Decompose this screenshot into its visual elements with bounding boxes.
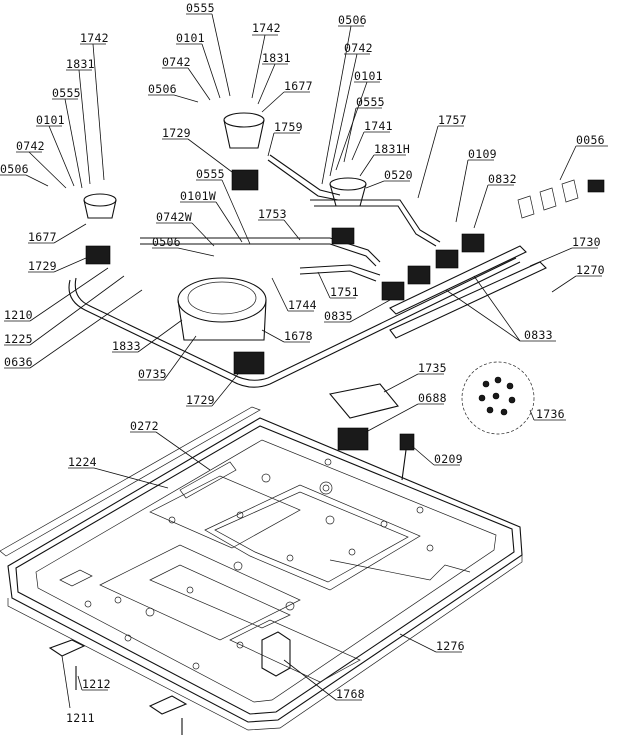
part-label: 1751 <box>330 285 359 299</box>
part-label: 1753 <box>258 207 287 221</box>
part-label: 0520 <box>384 168 413 182</box>
part-label: 0742W <box>156 210 192 224</box>
part-label: 1768 <box>336 687 365 701</box>
part-label: 1831 <box>262 51 291 65</box>
part-label: 0636 <box>4 355 33 369</box>
part-label: 0688 <box>418 391 447 405</box>
part-label: 0101 <box>176 31 205 45</box>
part-label: 0101W <box>180 189 216 203</box>
part-label: 0742 <box>162 55 191 69</box>
part-label: 1677 <box>284 79 313 93</box>
part-label: 0832 <box>488 172 517 186</box>
part-label: 1224 <box>68 455 97 469</box>
part-label: 0109 <box>468 147 497 161</box>
part-label: 1270 <box>576 263 605 277</box>
part-label: 1741 <box>364 119 393 133</box>
part-label: 1276 <box>436 639 465 653</box>
leader-lines <box>0 13 608 709</box>
part-labels: 0555 1742 0101 0742 1831 0506 1677 1742 … <box>0 1 605 725</box>
part-label: 1759 <box>274 120 303 134</box>
part-label: 1744 <box>288 298 317 312</box>
part-label: 0506 <box>152 235 181 249</box>
part-label: 0506 <box>148 82 177 96</box>
burners <box>83 112 367 375</box>
part-label: 0555 <box>356 95 385 109</box>
part-label: 1742 <box>252 21 281 35</box>
part-label: 1833 <box>112 339 141 353</box>
part-label: 0101 <box>36 113 65 127</box>
part-label: 0506 <box>338 13 367 27</box>
base-pan <box>0 406 523 735</box>
part-label: 0209 <box>434 452 463 466</box>
part-label: 0555 <box>186 1 215 15</box>
part-label: 1831 <box>66 57 95 71</box>
part-label: 1210 <box>4 308 33 322</box>
part-label: 0056 <box>576 133 605 147</box>
misc-parts <box>328 361 535 481</box>
part-label: 0735 <box>138 367 167 381</box>
part-label: 1736 <box>536 407 565 421</box>
part-label: 1729 <box>28 259 57 273</box>
part-label: 1212 <box>82 677 111 691</box>
part-label: 1831H <box>374 142 410 156</box>
part-label: 0506 <box>0 162 29 176</box>
part-label: 0272 <box>130 419 159 433</box>
part-label: 1735 <box>418 361 447 375</box>
part-label: 0742 <box>344 41 373 55</box>
part-label: 1729 <box>186 393 215 407</box>
part-label: 1678 <box>284 329 313 343</box>
part-label: 0835 <box>324 309 353 323</box>
part-label: 1225 <box>4 332 33 346</box>
part-label: 0742 <box>16 139 45 153</box>
valves <box>381 179 605 339</box>
part-label: 1742 <box>80 31 109 45</box>
part-label: 1757 <box>438 113 467 127</box>
part-label: 0555 <box>196 167 225 181</box>
part-label: 0833 <box>524 328 553 342</box>
part-label: 0101 <box>354 69 383 83</box>
part-label: 0555 <box>52 86 81 100</box>
part-label: 1729 <box>162 126 191 140</box>
part-label: 1677 <box>28 230 57 244</box>
part-label: 1211 <box>66 711 95 725</box>
part-label: 1730 <box>572 235 601 249</box>
